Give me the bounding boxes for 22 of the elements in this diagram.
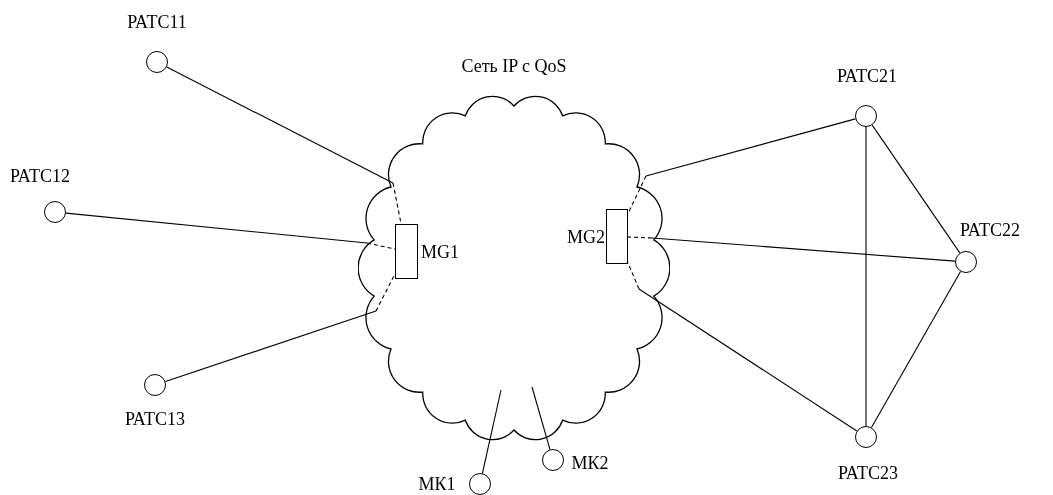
node-label: РАТС11 bbox=[127, 12, 187, 32]
link-line bbox=[870, 271, 962, 428]
link-line bbox=[531, 386, 551, 450]
dashed-link bbox=[375, 273, 396, 312]
node-label: MG1 bbox=[421, 242, 459, 262]
link-line bbox=[166, 66, 394, 184]
link-line bbox=[865, 126, 867, 427]
network-title: Сеть IP с QoS bbox=[461, 56, 567, 76]
link-line bbox=[481, 389, 502, 474]
node-label: РАТС23 bbox=[837, 463, 899, 483]
link-line bbox=[164, 310, 377, 383]
node-label: РАТС12 bbox=[9, 166, 71, 186]
node-label: MG2 bbox=[567, 227, 605, 247]
dashed-link bbox=[627, 236, 653, 239]
node-label: РАТС21 bbox=[836, 66, 898, 86]
link-line bbox=[651, 237, 956, 262]
link-line bbox=[645, 118, 856, 177]
link-line bbox=[65, 212, 368, 244]
node-label: МК1 bbox=[418, 474, 456, 494]
node-label: РАТС22 bbox=[959, 220, 1021, 240]
node-label: МК2 bbox=[571, 453, 609, 473]
node-label: РАТС13 bbox=[124, 409, 186, 429]
